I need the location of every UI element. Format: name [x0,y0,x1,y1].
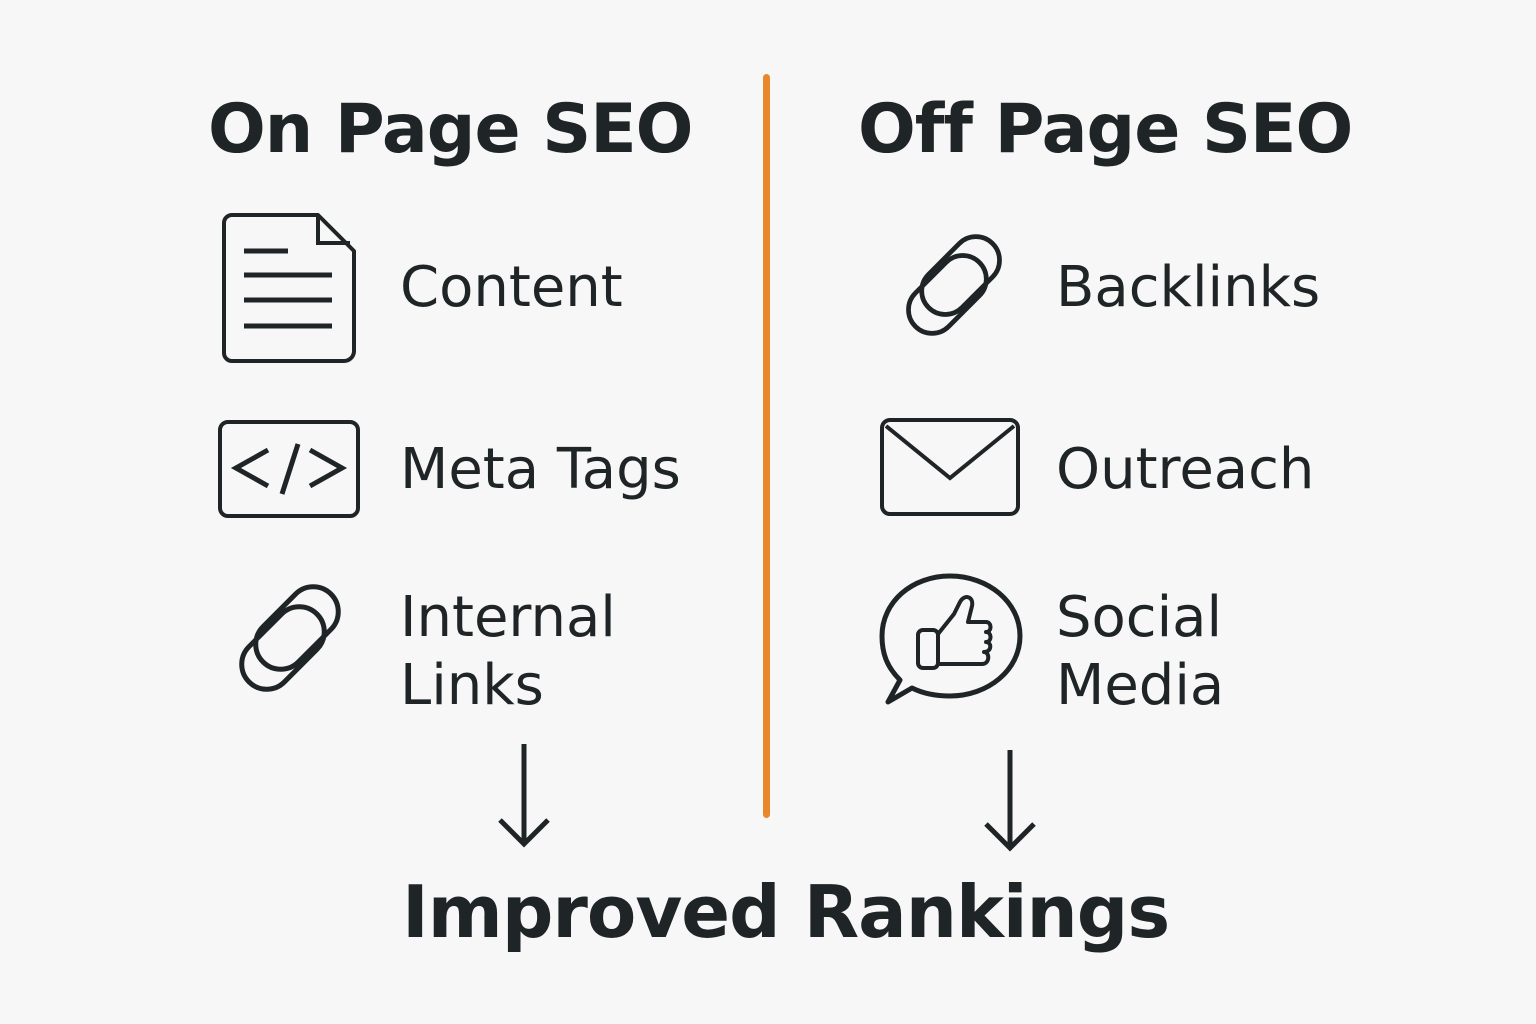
link-icon [239,584,341,692]
content-label: Content [400,255,623,320]
social-media-label-line1: Social [1056,585,1223,650]
down-arrow-icon-left [498,744,550,848]
social-media-label-line2: Media [1056,653,1225,718]
document-icon [222,213,356,363]
backlinks-label: Backlinks [1056,255,1321,320]
column-divider [763,74,770,818]
internal-links-label-line2: Links [400,653,544,718]
outreach-label: Outreach [1056,437,1315,502]
on-page-seo-heading: On Page SEO [208,90,693,169]
improved-rankings-label: Improved Rankings [402,870,1170,954]
backlinks-link-icon [906,234,1002,336]
down-arrow-icon-right [984,750,1036,852]
thumbs-up-speech-bubble-icon [879,573,1023,705]
envelope-icon [880,418,1020,516]
internal-links-label-line1: Internal [400,585,616,650]
meta-tags-label: Meta Tags [400,437,681,502]
off-page-seo-heading: Off Page SEO [858,90,1353,169]
code-icon [218,420,360,518]
